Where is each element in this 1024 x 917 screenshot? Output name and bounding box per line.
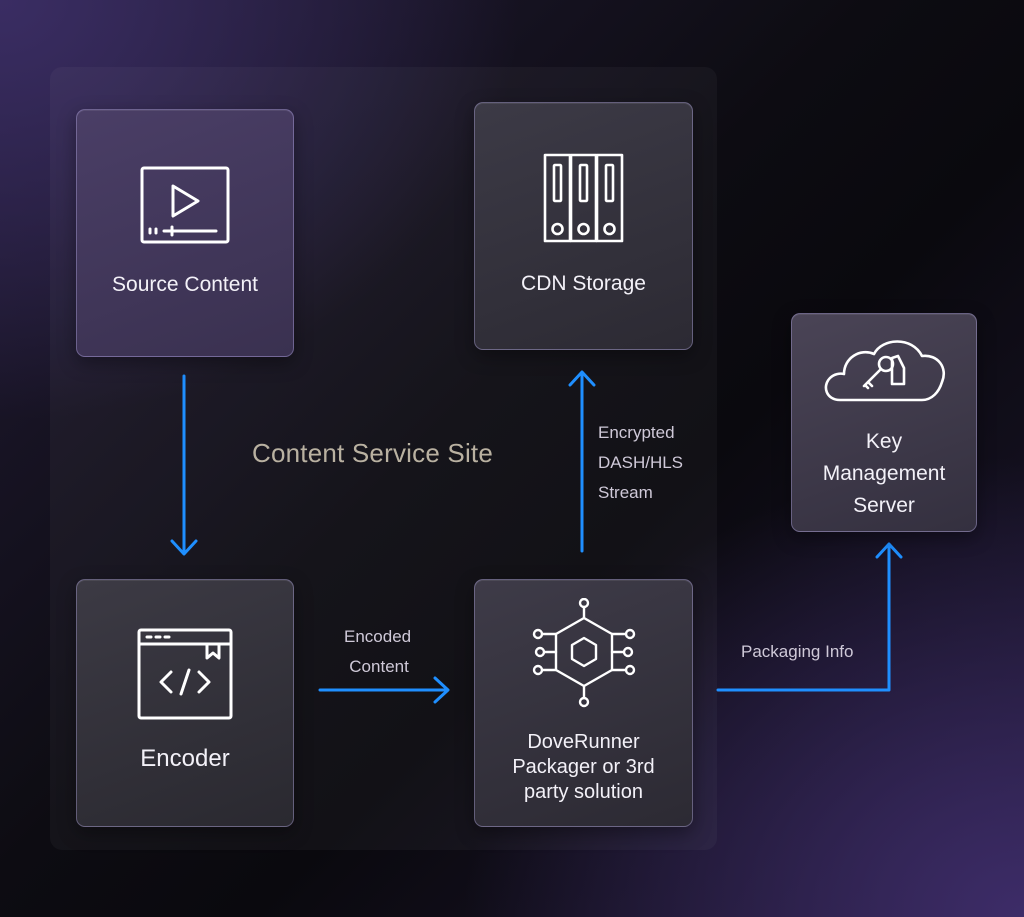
encoder-node: Encoder <box>76 579 294 827</box>
code-window-icon <box>137 628 233 720</box>
server-rack-icon <box>543 153 623 243</box>
key-management-server-node: Key Management Server <box>791 313 977 532</box>
edge-label-line: Content <box>349 657 409 676</box>
edge-label-packaging-info: Packaging Info <box>741 642 854 661</box>
edge-label-line: Encoded <box>344 627 412 646</box>
edge-label-line: Encrypted <box>598 423 675 442</box>
packager-node: DoveRunner Packager or 3rd party solutio… <box>474 579 693 827</box>
arrow-packager-to-kms <box>716 542 903 692</box>
label-line: Packager or 3rd <box>512 756 655 778</box>
label-line: Key <box>865 430 903 453</box>
label-line: Server <box>853 494 915 517</box>
packager-label: DoveRunner Packager or 3rd party solutio… <box>483 730 684 805</box>
edge-label-encoded-content: Encoded Content <box>344 622 411 682</box>
arrow-source-to-encoder <box>170 374 198 556</box>
cloud-key-icon <box>824 340 945 402</box>
label-line: Management <box>822 462 946 485</box>
source-content-node: Source Content <box>76 109 294 357</box>
key-management-server-label: Key Management Server <box>800 426 968 522</box>
edge-label-line: Stream <box>598 483 653 502</box>
source-content-label: Source Content <box>112 273 258 296</box>
hexagon-network-icon <box>532 598 635 708</box>
content-service-site-label: Content Service Site <box>252 438 494 468</box>
cdn-storage-label: CDN Storage <box>521 272 646 295</box>
label-line: DoveRunner <box>527 731 640 753</box>
cdn-storage-node: CDN Storage <box>474 102 693 350</box>
video-player-icon <box>140 166 230 244</box>
edge-label-encrypted-stream: Encrypted DASH/HLS Stream <box>598 418 683 508</box>
arrow-encoder-to-packager <box>318 676 450 704</box>
encoder-label: Encoder <box>140 745 230 772</box>
label-line: party solution <box>524 781 643 803</box>
arrow-packager-to-cdn <box>568 370 596 553</box>
edge-label-line: DASH/HLS <box>598 453 684 472</box>
